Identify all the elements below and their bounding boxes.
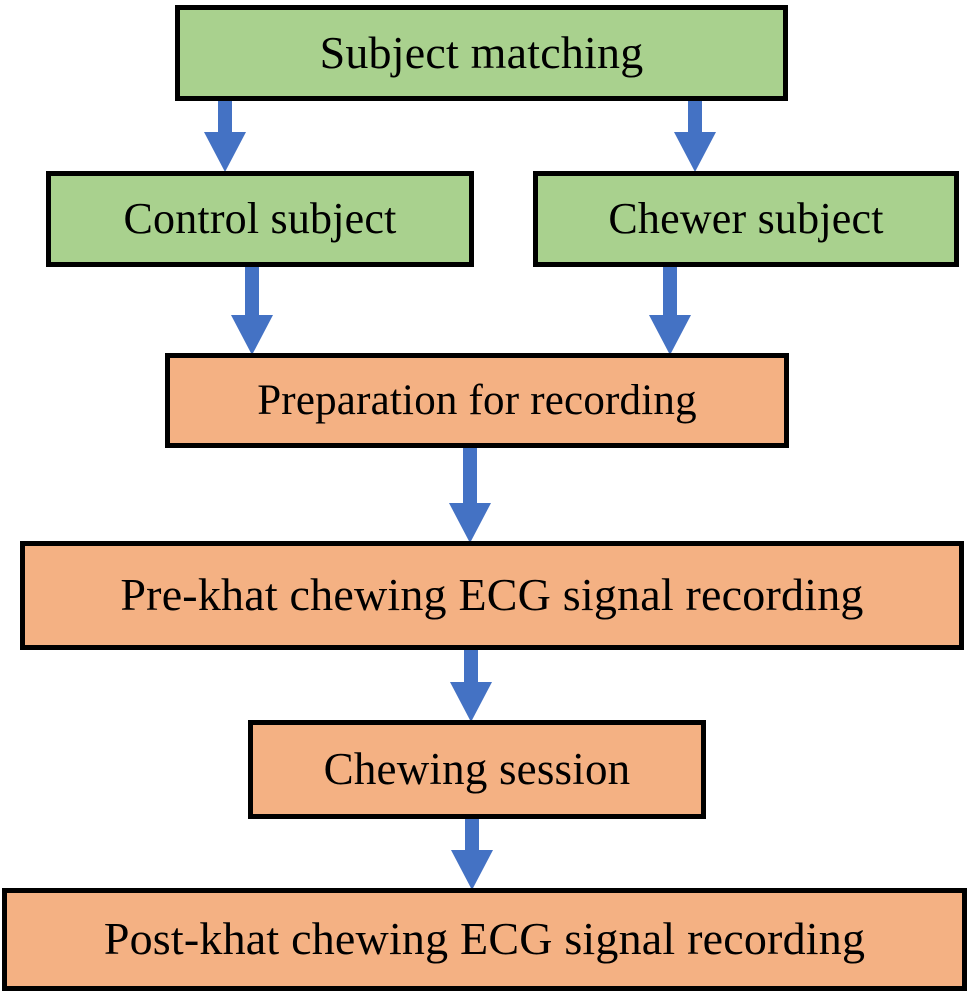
node-label-preparation-for-recording: Preparation for recording (257, 376, 697, 424)
node-pre-khat-recording[interactable]: Pre-khat chewing ECG signal recording (20, 541, 964, 650)
node-preparation-for-recording[interactable]: Preparation for recording (165, 353, 789, 448)
node-label-chewing-session: Chewing session (323, 743, 631, 794)
node-label-pre-khat-recording: Pre-khat chewing ECG signal recording (120, 569, 864, 621)
node-label-control-subject: Control subject (123, 193, 397, 243)
node-post-khat-recording[interactable]: Post-khat chewing ECG signal recording (2, 888, 967, 991)
arrow-chewer-subject-to-preparation (649, 266, 691, 355)
arrow-preparation-to-pre-khat-recording (449, 447, 491, 543)
node-chewer-subject[interactable]: Chewer subject (533, 171, 959, 267)
node-chewing-session[interactable]: Chewing session (248, 720, 706, 819)
arrow-subject-matching-to-control-subject (204, 100, 246, 172)
node-label-post-khat-recording: Post-khat chewing ECG signal recording (103, 913, 866, 965)
node-label-chewer-subject: Chewer subject (608, 193, 884, 243)
node-label-subject-matching: Subject matching (319, 26, 644, 78)
arrow-pre-khat-recording-to-chewing-session (450, 650, 492, 722)
arrow-chewing-session-to-post-khat-recording (451, 818, 493, 890)
node-subject-matching[interactable]: Subject matching (175, 5, 788, 101)
node-control-subject[interactable]: Control subject (46, 171, 474, 267)
arrow-subject-matching-to-chewer-subject (674, 100, 716, 172)
arrow-control-subject-to-preparation (231, 266, 273, 355)
